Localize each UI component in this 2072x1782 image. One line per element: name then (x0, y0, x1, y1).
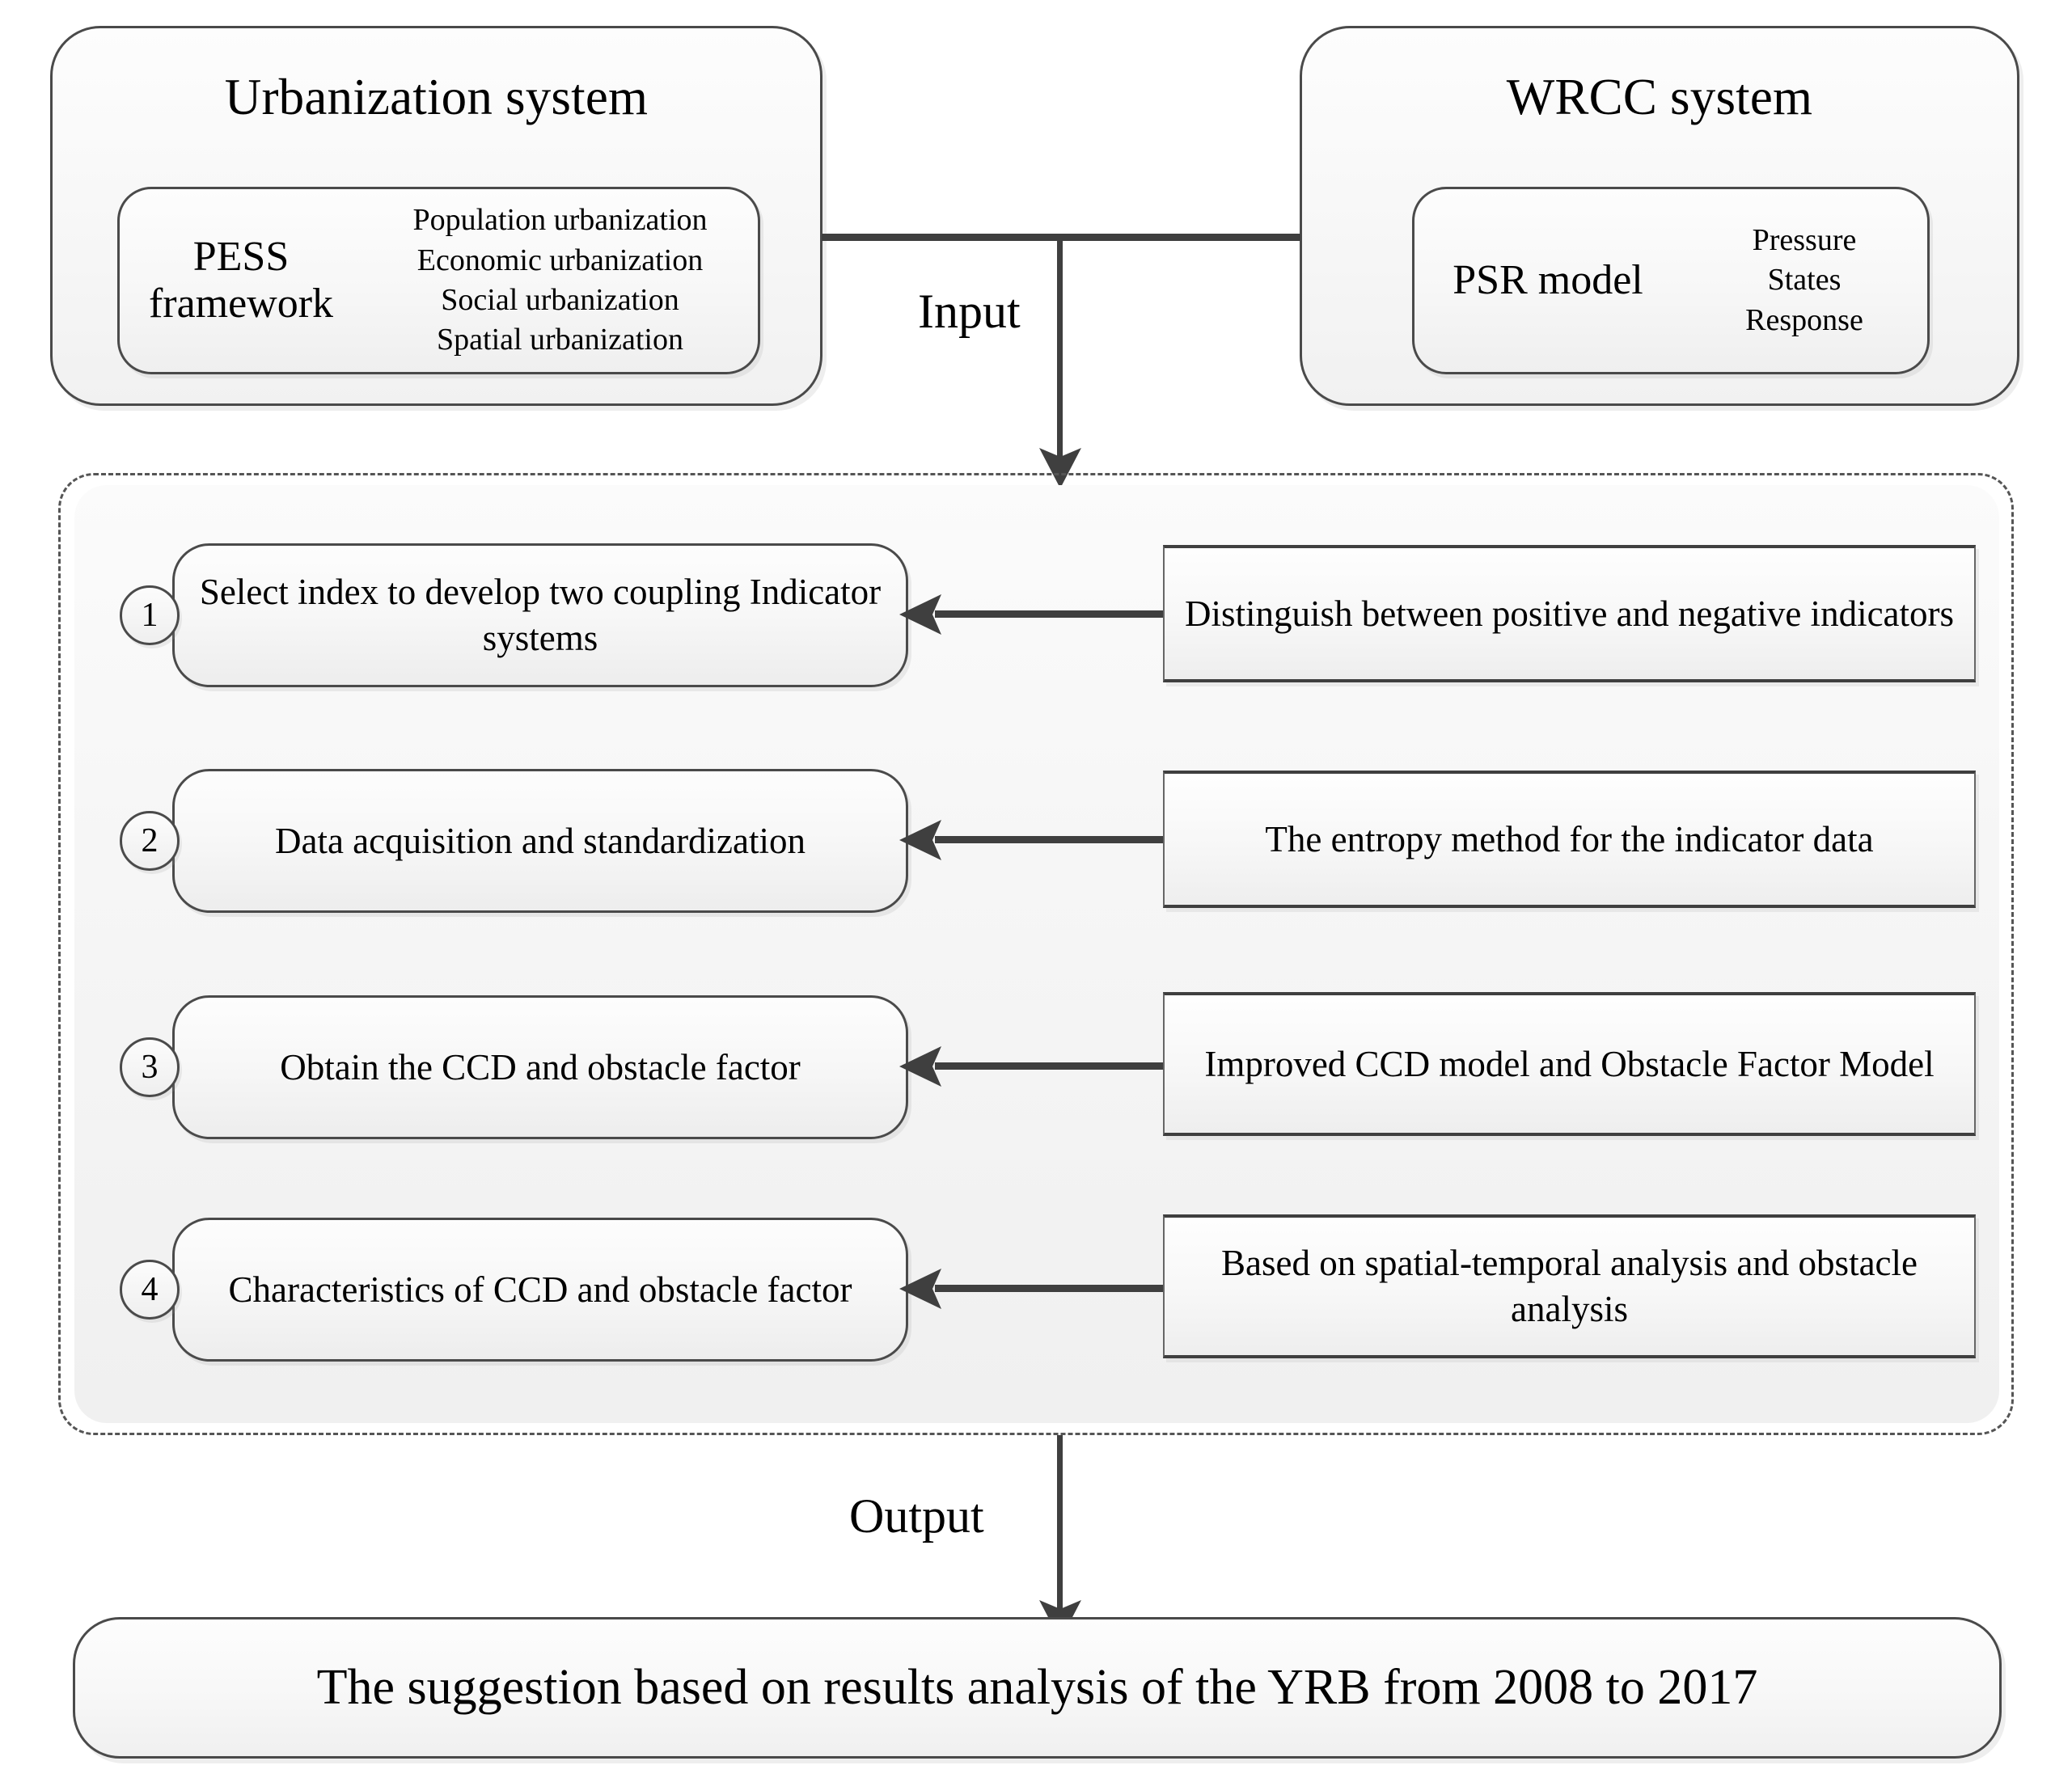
wrcc-items-list: Pressure States Response (1681, 221, 1927, 340)
urbanization-system-title: Urbanization system (224, 69, 649, 125)
step-pill-1[interactable]: Select index to develop two coupling Ind… (172, 543, 908, 687)
step-number-2: 2 (120, 811, 180, 871)
step-number-1: 1 (120, 585, 180, 645)
urbanization-system-card: Urbanization system PESS framework Popul… (50, 26, 822, 406)
step-4-arrowhead-icon (899, 1269, 941, 1309)
wrcc-item-states: States (1767, 263, 1842, 298)
step-2-arrowhead-icon (899, 820, 941, 860)
method-box-1[interactable]: Distinguish between positive and negativ… (1163, 545, 1976, 682)
psr-model-card: PSR model Pressure States Response (1412, 187, 1930, 374)
urbanization-item-economic: Economic urbanization (417, 243, 704, 277)
method-box-2[interactable]: The entropy method for the indicator dat… (1163, 771, 1976, 908)
method-box-4[interactable]: Based on spatial-temporal analysis and o… (1163, 1214, 1976, 1358)
wrcc-system-title: WRCC system (1506, 69, 1813, 125)
method-box-3[interactable]: Improved CCD model and Obstacle Factor M… (1163, 992, 1976, 1136)
input-flow-label: Input (918, 285, 1021, 338)
step-number-3: 3 (120, 1037, 180, 1097)
step-3-arrow-shaft (935, 1062, 1163, 1070)
step-2-arrow-shaft (935, 836, 1163, 843)
step-1-arrow-shaft (935, 610, 1163, 618)
urbanization-item-social: Social urbanization (441, 283, 679, 317)
psr-model-label: PSR model (1453, 256, 1643, 303)
input-arrowhead-icon (1039, 448, 1081, 488)
step-pill-4[interactable]: Characteristics of CCD and obstacle fact… (172, 1218, 908, 1362)
step-4-arrow-shaft (935, 1285, 1163, 1292)
step-1-arrowhead-icon (899, 594, 941, 635)
pess-framework-card: PESS framework Population urbanization E… (117, 187, 760, 374)
wrcc-item-pressure: Pressure (1752, 222, 1857, 257)
step-pill-2[interactable]: Data acquisition and standardization (172, 769, 908, 913)
wrcc-system-card: WRCC system PSR model Pressure States Re… (1300, 26, 2019, 406)
pess-framework-label: PESS framework (120, 234, 362, 327)
urbanization-item-spatial: Spatial urbanization (437, 323, 683, 357)
output-flow-label: Output (849, 1489, 984, 1543)
step-number-4: 4 (120, 1260, 180, 1320)
wrcc-item-response: Response (1745, 302, 1863, 337)
step-pill-3[interactable]: Obtain the CCD and obstacle factor (172, 995, 908, 1139)
input-vertical-connector (1057, 237, 1063, 461)
urbanization-items-list: Population urbanization Economic urbaniz… (362, 201, 758, 361)
output-vertical-connector (1057, 1435, 1063, 1613)
process-container (58, 473, 2014, 1435)
urbanization-item-population: Population urbanization (412, 203, 708, 238)
step-3-arrowhead-icon (899, 1046, 941, 1087)
pess-framework-label-line2: framework (148, 281, 334, 327)
pess-framework-label-line1: PESS (192, 233, 290, 280)
result-suggestion-bar[interactable]: The suggestion based on results analysis… (73, 1617, 2002, 1759)
